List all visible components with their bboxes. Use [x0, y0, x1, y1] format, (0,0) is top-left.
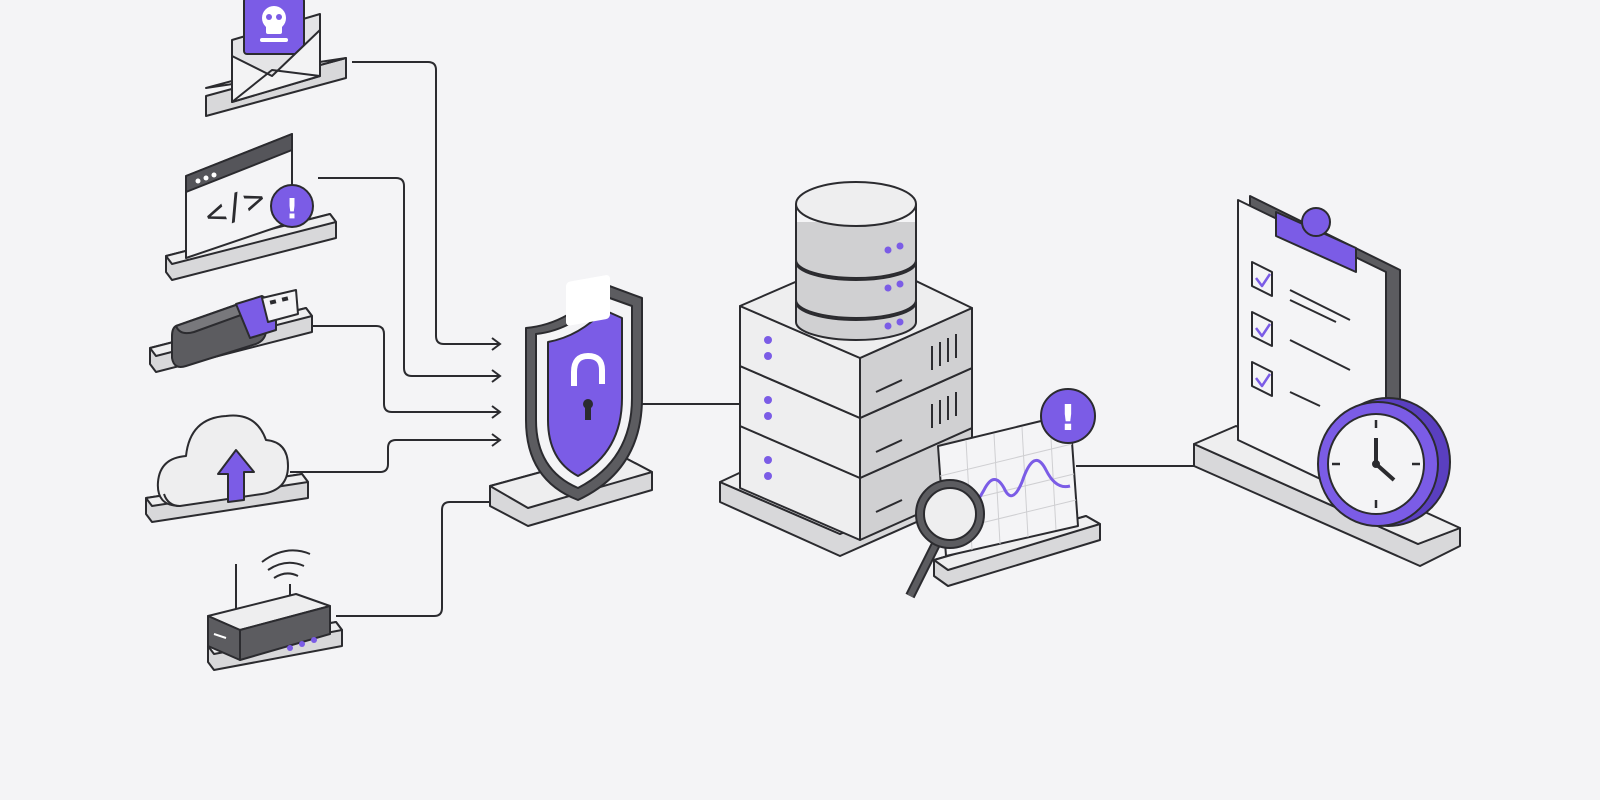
clipboard-clip	[1275, 207, 1357, 273]
security-shield-lock-icon	[489, 275, 653, 527]
connector-cloud	[290, 439, 500, 473]
cloud-shape	[156, 414, 289, 507]
code-window-titlebar	[185, 133, 293, 193]
connector-arrowheads	[491, 337, 502, 447]
wifi-router-icon	[207, 549, 343, 671]
usb-connector	[261, 289, 299, 323]
database-cylinder	[795, 181, 917, 341]
monitor-alert-glyph: !	[1060, 398, 1076, 439]
checklist-items	[1251, 261, 1351, 407]
padlock-icon	[566, 275, 610, 420]
clock-icon	[1317, 397, 1451, 527]
connector-router	[336, 501, 502, 617]
monitor-alert-badge	[1040, 388, 1096, 444]
malicious-email-icon	[205, 0, 347, 117]
shield-face	[547, 309, 623, 477]
malicious-code-window-icon: </> !	[165, 133, 337, 281]
checklist-clipboard-clock-icon	[1193, 195, 1461, 567]
usb-drive-icon	[149, 289, 313, 373]
database-server-stack-icon	[719, 181, 973, 557]
database-top	[795, 181, 917, 227]
upload-arrow	[217, 449, 255, 503]
wifi-signal-icon	[261, 549, 311, 579]
cloud-upload-icon	[145, 414, 309, 523]
connector-code-window	[318, 177, 500, 377]
connectors	[290, 61, 1200, 617]
code-alert-glyph: !	[286, 192, 299, 225]
magnifier-icon	[905, 479, 985, 599]
code-alert-badge	[270, 184, 314, 228]
skull-icon	[260, 6, 288, 42]
anomaly-chart-magnifier-icon: !	[905, 388, 1101, 599]
connector-usb	[298, 325, 500, 413]
anomaly-line	[955, 458, 1071, 522]
connector-email	[352, 61, 500, 345]
